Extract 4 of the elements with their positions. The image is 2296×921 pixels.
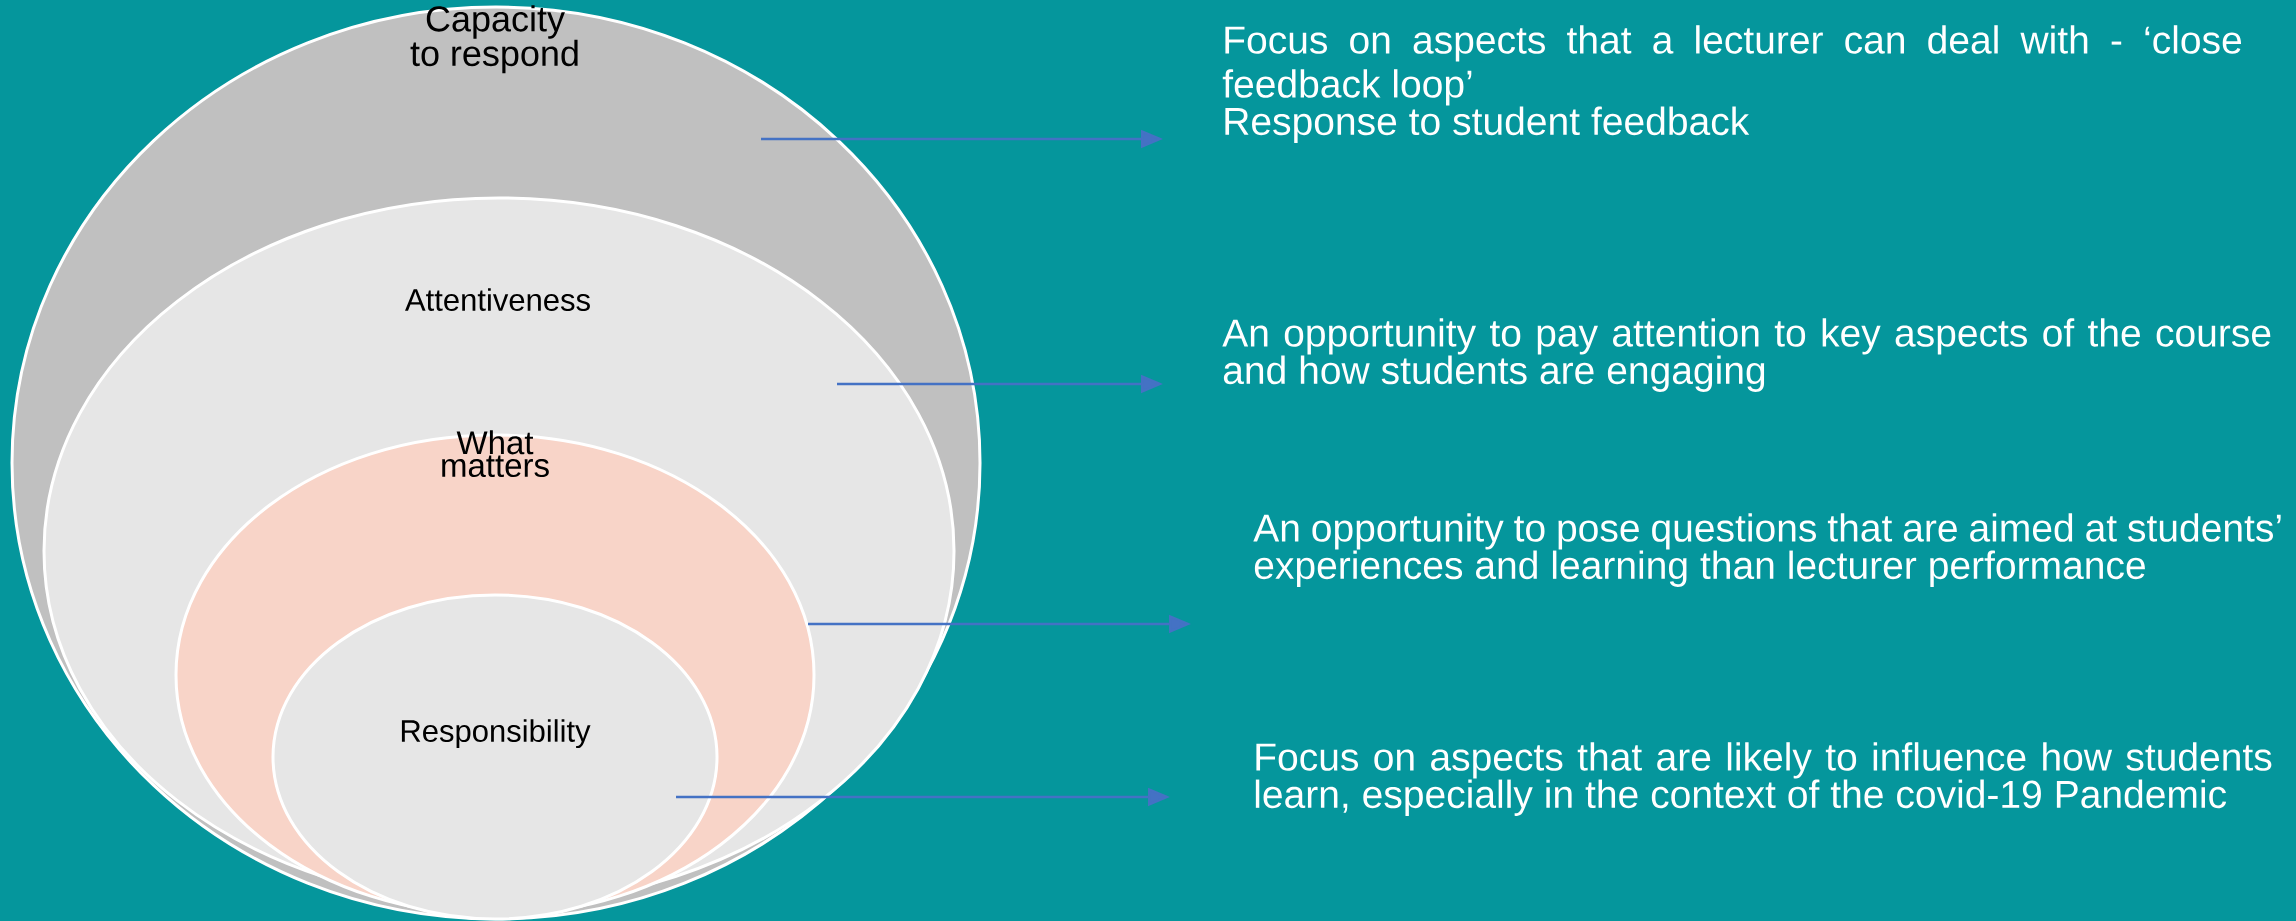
description-text: Focus on aspects that are likely to influence how students learn, especially in the context of the covid-19 Pandemic (1255, 742, 2272, 816)
description-text: Focus on aspects that a lecturer can deal with - ‘close feedback loop’ Response to student feedback (1222, 25, 2241, 143)
description-text: An opportunity to pay attention to key aspects of the course and how students are engaging (1222, 318, 2271, 392)
description-text: An opportunity to pose questions that are aimed at students’ experiences and learning than lecturer performance (1253, 513, 2281, 587)
